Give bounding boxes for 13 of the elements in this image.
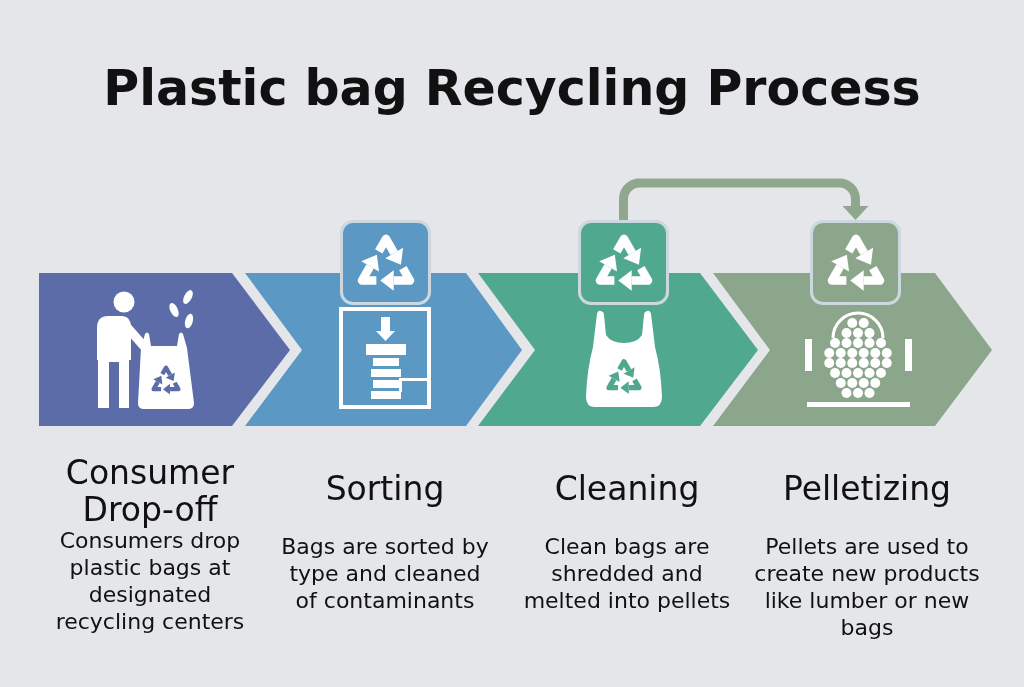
step-title: Cleaning (553, 470, 701, 507)
diagram-title: Plastic bag Recycling Process (102, 59, 922, 118)
icon-tile (340, 220, 431, 305)
icon-tile (810, 220, 901, 305)
step-description: Pellets are used to create new products like lumber or new bags (753, 533, 981, 641)
connector-arrow (619, 178, 869, 220)
step-description: Bags are sorted by type and cleaned of contaminants (280, 533, 490, 614)
step-description: Clean bags are shredded and melted into pellets (522, 533, 732, 614)
step-title: Sorting (324, 470, 446, 507)
icon-tile (578, 220, 669, 305)
step-title: Pelletizing (781, 470, 953, 507)
step-title: Consumer Drop-off (64, 454, 236, 528)
step-description: Consumers drop plastic bags at designated recycling centers (54, 528, 246, 635)
